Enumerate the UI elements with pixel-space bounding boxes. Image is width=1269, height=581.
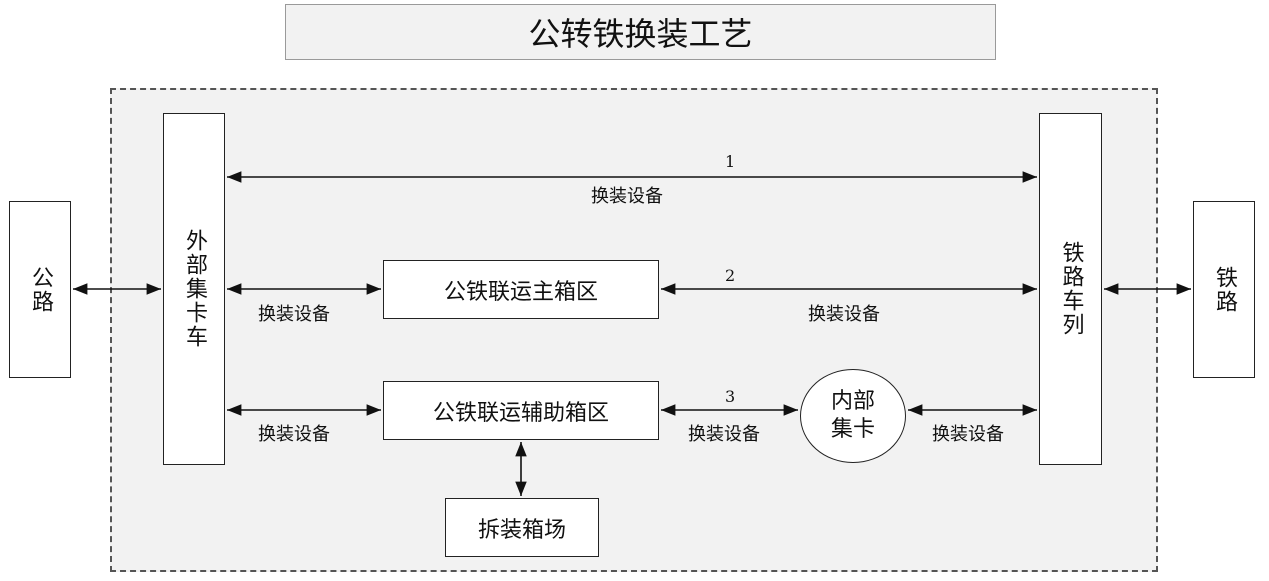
internal-rail-equipment-label: 换装设备 (932, 424, 1004, 445)
external-truck-node: 外部集卡车 (163, 113, 225, 465)
unpack-yard-label: 拆装箱场 (477, 517, 566, 543)
internal-truck-label-line2: 集卡 (830, 417, 875, 442)
external-aux-equipment-label: 换装设备 (258, 424, 330, 445)
main-rail-equipment-label: 换装设备 (808, 304, 880, 325)
aux-yard-label: 公铁联运辅助箱区 (432, 400, 609, 426)
rail-train-label: 铁路车列 (1058, 241, 1084, 337)
external-main-equipment-label: 换装设备 (258, 304, 330, 325)
process-panel (110, 88, 1158, 572)
rail-train-node: 铁路车列 (1039, 113, 1102, 465)
route-2-number: 2 (725, 266, 736, 285)
railway-node: 铁路 (1193, 201, 1255, 378)
aux-yard-node: 公铁联运辅助箱区 (383, 381, 659, 440)
internal-truck-label-line1: 内部 (830, 389, 875, 414)
unpack-yard-node: 拆装箱场 (445, 498, 599, 557)
route1-equipment-label: 换装设备 (591, 186, 663, 207)
internal-truck-node: 内部 集卡 (800, 369, 906, 463)
highway-node: 公路 (9, 201, 71, 378)
route-3-number: 3 (725, 387, 736, 406)
external-truck-label: 外部集卡车 (182, 229, 207, 349)
main-yard-label: 公铁联运主箱区 (443, 279, 598, 305)
main-yard-node: 公铁联运主箱区 (383, 260, 659, 319)
route-1-number: 1 (725, 152, 736, 171)
highway-label: 公路 (28, 265, 53, 314)
railway-label: 铁路 (1212, 265, 1237, 314)
aux-internal-equipment-label: 换装设备 (688, 424, 760, 445)
diagram-title: 公转铁换装工艺 (285, 4, 996, 60)
